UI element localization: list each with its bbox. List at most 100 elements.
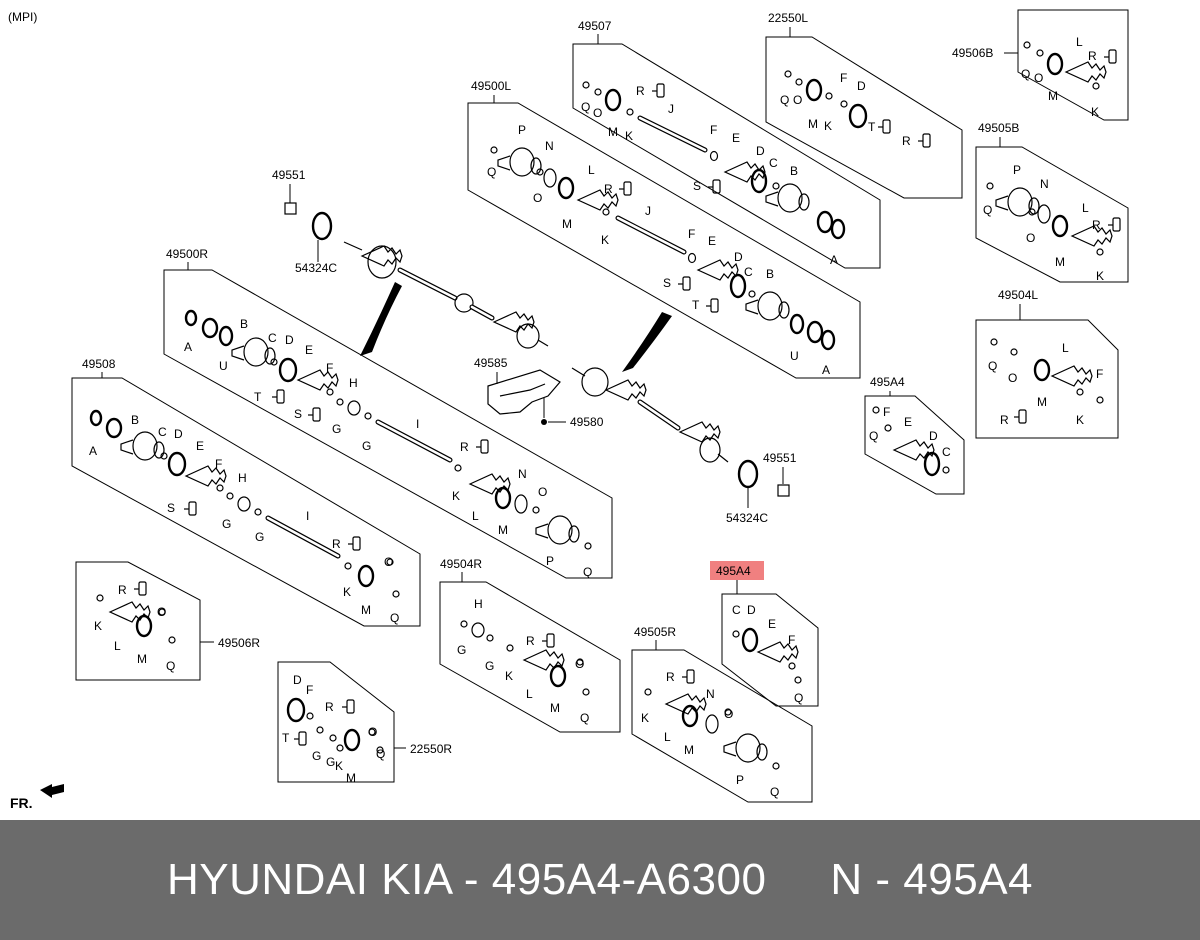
part-number-banner: HYUNDAI KIA - 495A4-A6300 N - 495A4	[0, 820, 1200, 940]
svg-text:L: L	[472, 509, 479, 523]
svg-text:B: B	[790, 164, 798, 178]
panel-49500L-parts: Q P O N M L R K J F S E D C T B U A	[487, 123, 836, 377]
svg-text:S: S	[663, 276, 671, 290]
panel-49506R	[75, 561, 201, 681]
svg-text:G: G	[222, 517, 231, 531]
assembly-49508-label: 49508	[82, 357, 116, 371]
part-54324C-top-label: 54324C	[295, 261, 337, 275]
panel-49506B-parts: Q O M L R K	[1021, 35, 1117, 119]
panel-49500R-parts: A U B C D E T F S G H G I K R L M N O P …	[184, 309, 592, 579]
svg-text:K: K	[1096, 269, 1104, 283]
svg-text:M: M	[1055, 255, 1065, 269]
svg-text:U: U	[790, 349, 799, 363]
exploded-view: (MPI) 49507 Q O M R K J F S E D C B A 22…	[8, 9, 1129, 811]
svg-text:N: N	[545, 139, 554, 153]
svg-text:L: L	[1082, 201, 1089, 215]
svg-text:M: M	[608, 125, 618, 139]
assembly-49507-label: 49507	[578, 19, 612, 33]
svg-text:M: M	[137, 652, 147, 666]
nut-icon	[284, 202, 297, 215]
panel-49506B	[1017, 9, 1129, 121]
panel-49505R-parts: K R L M N O P Q	[641, 669, 780, 799]
svg-text:E: E	[904, 415, 912, 429]
svg-text:F: F	[840, 71, 847, 85]
svg-text:R: R	[526, 634, 535, 648]
engine-type-label: (MPI)	[8, 10, 37, 24]
svg-text:O: O	[384, 555, 393, 569]
svg-text:T: T	[282, 731, 290, 745]
part-49551-mid-label: 49551	[763, 451, 797, 465]
svg-text:M: M	[346, 771, 356, 785]
svg-text:D: D	[929, 429, 938, 443]
svg-text:P: P	[736, 773, 744, 787]
assembly-495A4-highlight-label[interactable]: 495A4	[716, 564, 751, 578]
panel-22550R	[277, 661, 395, 783]
svg-text:C: C	[268, 331, 277, 345]
svg-text:E: E	[305, 343, 313, 357]
svg-text:Q: Q	[376, 747, 385, 761]
svg-text:D: D	[293, 673, 302, 687]
svg-text:Q: Q	[581, 100, 590, 114]
assembly-495A4-right-label: 495A4	[870, 375, 905, 389]
svg-text:R: R	[636, 84, 645, 98]
assembly-49500R-label: 49500R	[166, 247, 208, 261]
svg-text:O: O	[533, 191, 542, 205]
svg-text:R: R	[1092, 218, 1101, 232]
svg-text:H: H	[474, 597, 483, 611]
front-direction-label: FR.	[10, 795, 33, 811]
panel-49507	[572, 43, 881, 269]
svg-text:M: M	[684, 743, 694, 757]
svg-text:T: T	[254, 390, 262, 404]
svg-text:R: R	[332, 537, 341, 551]
svg-text:L: L	[664, 730, 671, 744]
panel-49505R	[631, 649, 813, 803]
panel-49500L	[467, 102, 861, 379]
svg-text:J: J	[668, 102, 674, 116]
part-49580-label: 49580	[570, 415, 604, 429]
svg-text:P: P	[546, 554, 554, 568]
highlight-box[interactable]	[710, 561, 764, 580]
svg-text:R: R	[325, 700, 334, 714]
svg-text:A: A	[184, 340, 192, 354]
svg-text:D: D	[747, 603, 756, 617]
svg-text:J: J	[645, 204, 651, 218]
svg-text:R: R	[1088, 49, 1097, 63]
svg-text:O: O	[575, 657, 584, 671]
svg-text:R: R	[118, 583, 127, 597]
svg-text:A: A	[822, 363, 830, 377]
svg-text:G: G	[362, 439, 371, 453]
svg-text:D: D	[857, 79, 866, 93]
svg-text:E: E	[196, 439, 204, 453]
svg-text:S: S	[167, 501, 175, 515]
parts-diagram: (MPI) 49507 Q O M R K J F S E D C B A 22…	[8, 9, 1129, 811]
front-arrow-icon	[40, 784, 64, 798]
svg-text:M: M	[808, 117, 818, 131]
panel-495A4-right	[864, 395, 965, 495]
svg-text:T: T	[692, 298, 700, 312]
nut-icon	[777, 484, 790, 497]
svg-text:U: U	[219, 359, 228, 373]
svg-text:C: C	[158, 425, 167, 439]
panel-49500R	[163, 269, 613, 579]
svg-text:E: E	[708, 234, 716, 248]
svg-text:H: H	[349, 376, 358, 390]
svg-text:A: A	[89, 444, 97, 458]
svg-text:I: I	[416, 417, 419, 431]
panel-49504L-parts: Q O M L K F R	[988, 338, 1104, 427]
svg-text:L: L	[1062, 341, 1069, 355]
panel-49508-parts: A B C D E F S G H G I R K M O Q	[89, 409, 400, 625]
pointer-arrow-lower	[622, 312, 672, 372]
assembly-49506B-label: 49506B	[952, 46, 993, 60]
svg-text:Q: Q	[390, 611, 399, 625]
svg-text:P: P	[1013, 163, 1021, 177]
svg-text:F: F	[710, 123, 717, 137]
svg-text:Q: Q	[487, 165, 496, 179]
svg-text:O: O	[593, 106, 602, 120]
svg-text:Q: Q	[780, 93, 789, 107]
reference-number: N - 495A4	[830, 855, 1034, 904]
svg-text:F: F	[306, 683, 313, 697]
part-54324C-mid-label: 54324C	[726, 511, 768, 525]
drive-shaft-lower	[571, 367, 729, 463]
svg-text:R: R	[1000, 413, 1009, 427]
svg-text:S: S	[294, 407, 302, 421]
